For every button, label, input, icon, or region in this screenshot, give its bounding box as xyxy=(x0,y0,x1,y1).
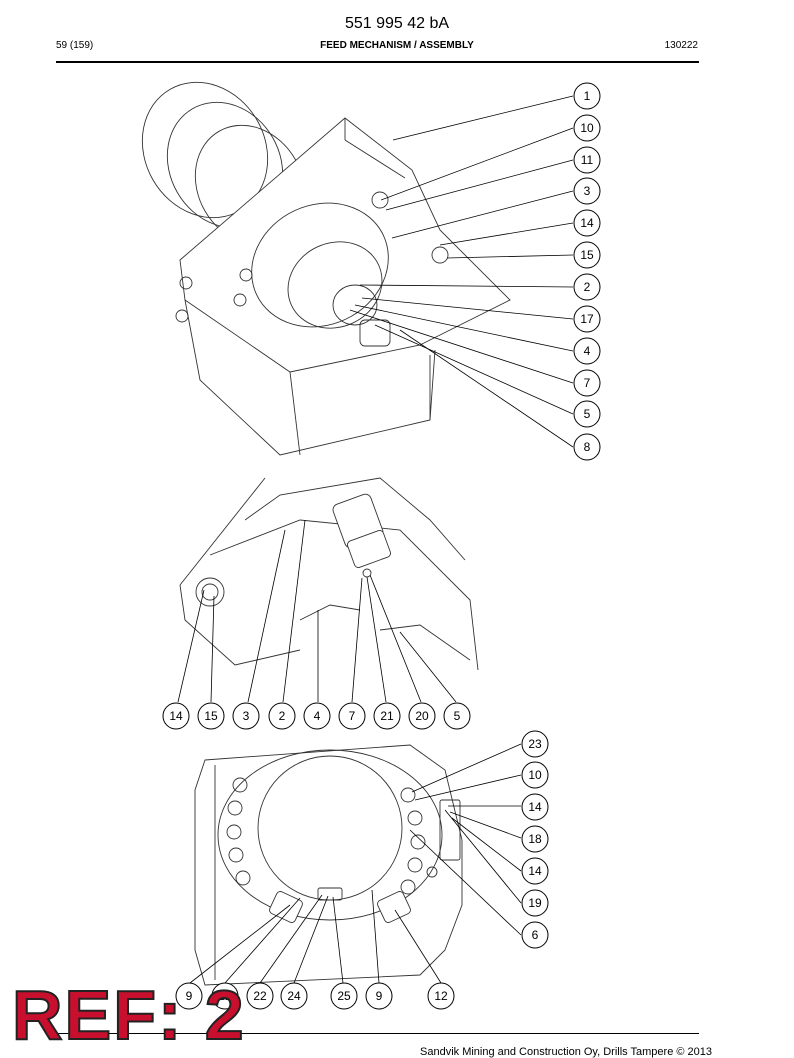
figure-2-leaders xyxy=(177,519,457,703)
ref-stamp: REF: 2 xyxy=(11,976,246,1054)
section-title: FEED MECHANISM / ASSEMBLY xyxy=(320,40,474,51)
svg-text:2: 2 xyxy=(584,280,591,294)
svg-text:12: 12 xyxy=(218,989,232,1003)
callout-1-7: 2 xyxy=(573,273,601,301)
callout-1-8: 17 xyxy=(573,305,601,333)
callout-3-r7: 6 xyxy=(521,921,549,949)
callout-3-b1: 9 xyxy=(175,982,203,1010)
svg-text:8: 8 xyxy=(584,440,591,454)
svg-text:24: 24 xyxy=(287,989,301,1003)
svg-text:23: 23 xyxy=(528,737,542,751)
callout-1-11: 5 xyxy=(573,400,601,428)
callout-1-5: 14 xyxy=(573,209,601,237)
callout-2-5: 4 xyxy=(303,702,331,730)
revision-date: 130222 xyxy=(664,40,698,51)
callout-2-2: 15 xyxy=(197,702,225,730)
callout-1-6: 15 xyxy=(573,241,601,269)
callout-2-4: 2 xyxy=(268,702,296,730)
figure-2-artwork xyxy=(179,477,479,671)
svg-text:12: 12 xyxy=(434,989,448,1003)
svg-text:15: 15 xyxy=(580,248,594,262)
footer-copyright: Sandvik Mining and Construction Oy, Dril… xyxy=(420,1046,712,1058)
svg-text:2: 2 xyxy=(279,709,286,723)
callout-1-1: 1 xyxy=(573,82,601,110)
svg-text:9: 9 xyxy=(376,989,383,1003)
svg-text:4: 4 xyxy=(314,709,321,723)
document-number: 551 995 42 bA xyxy=(344,15,450,32)
callout-3-b4: 24 xyxy=(280,982,308,1010)
svg-text:11: 11 xyxy=(581,153,594,167)
figure-1-artwork xyxy=(141,81,511,456)
callout-1-2: 10 xyxy=(573,114,601,142)
callout-2-9: 5 xyxy=(443,702,471,730)
callout-2-8: 20 xyxy=(408,702,436,730)
svg-text:14: 14 xyxy=(580,216,594,230)
callout-3-b6: 9 xyxy=(365,982,393,1010)
svg-text:9: 9 xyxy=(186,989,193,1003)
callout-1-3: 11 xyxy=(573,146,601,174)
page-number: 59 (159) xyxy=(56,40,94,51)
callout-2-7: 21 xyxy=(373,702,401,730)
callout-1-4: 3 xyxy=(573,177,601,205)
svg-text:20: 20 xyxy=(415,709,429,723)
svg-text:1: 1 xyxy=(584,89,591,103)
svg-text:6: 6 xyxy=(532,928,539,942)
svg-text:5: 5 xyxy=(454,709,461,723)
callout-3-r3: 14 xyxy=(521,793,549,821)
svg-text:4: 4 xyxy=(584,344,591,358)
svg-text:15: 15 xyxy=(204,709,218,723)
svg-text:14: 14 xyxy=(528,800,542,814)
svg-text:21: 21 xyxy=(380,709,394,723)
figure-1-leaders xyxy=(349,95,574,448)
svg-text:14: 14 xyxy=(528,864,542,878)
svg-text:3: 3 xyxy=(584,184,591,198)
callout-3-b2: 12 xyxy=(211,982,239,1010)
svg-text:17: 17 xyxy=(580,312,594,326)
callout-3-b3: 22 xyxy=(246,982,274,1010)
svg-text:7: 7 xyxy=(349,709,356,723)
callout-2-1: 14 xyxy=(162,702,190,730)
callout-1-9: 4 xyxy=(573,337,601,365)
callout-3-r6: 19 xyxy=(521,889,549,917)
figure-3-artwork xyxy=(194,744,463,986)
svg-text:22: 22 xyxy=(253,989,267,1003)
callout-3-r5: 14 xyxy=(521,857,549,885)
callout-2-3: 3 xyxy=(232,702,260,730)
callout-3-b7: 12 xyxy=(427,982,455,1010)
callout-3-r1: 23 xyxy=(521,730,549,758)
footer-rule xyxy=(56,1033,699,1034)
callout-2-6: 7 xyxy=(338,702,366,730)
svg-text:7: 7 xyxy=(584,376,591,390)
figure-3-leaders xyxy=(189,743,522,984)
header-rule xyxy=(56,61,699,63)
svg-text:18: 18 xyxy=(528,832,542,846)
svg-text:19: 19 xyxy=(528,896,542,910)
callout-3-b5: 25 xyxy=(330,982,358,1010)
callout-3-r4: 18 xyxy=(521,825,549,853)
callout-1-12: 8 xyxy=(573,433,601,461)
svg-text:10: 10 xyxy=(528,768,542,782)
svg-text:10: 10 xyxy=(580,121,594,135)
svg-text:25: 25 xyxy=(337,989,351,1003)
svg-text:3: 3 xyxy=(243,709,250,723)
callout-1-10: 7 xyxy=(573,369,601,397)
svg-text:14: 14 xyxy=(169,709,183,723)
svg-text:5: 5 xyxy=(584,407,591,421)
callout-3-r2: 10 xyxy=(521,761,549,789)
